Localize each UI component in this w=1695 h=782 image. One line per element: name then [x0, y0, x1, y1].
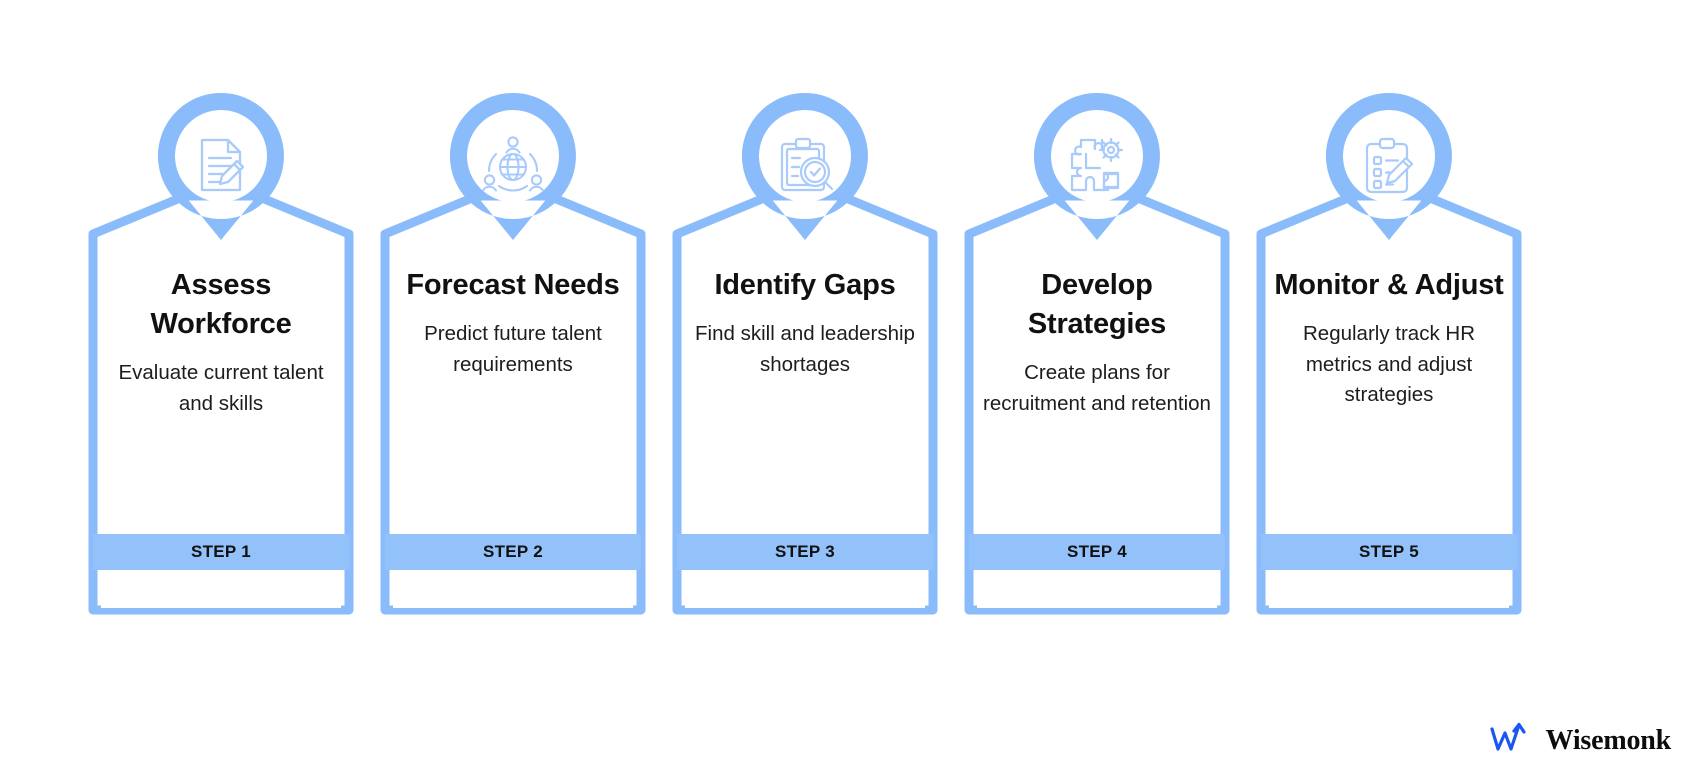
step-card-5[interactable]: Monitor & Adjust Regularly track HR metr… — [1253, 88, 1525, 618]
step-title: Develop Strategies — [1027, 269, 1167, 340]
pin-outline-1 — [88, 93, 354, 615]
pin-outline-4 — [964, 93, 1230, 615]
step-card-4[interactable]: Develop Strategies Create plans for recr… — [961, 88, 1233, 618]
step-card-1[interactable]: Assess Workforce Evaluate current talent… — [85, 88, 357, 618]
card-text-4: Develop Strategies Create plans for recr… — [977, 266, 1217, 419]
card-bottom-strip — [977, 576, 1217, 608]
document-pencil-icon — [178, 122, 264, 208]
step-badge-label: STEP 1 — [190, 542, 252, 561]
pin-outline-5 — [1256, 93, 1522, 615]
step-description: Find skill and leadership shortages — [695, 322, 915, 376]
step-badge-label: STEP 3 — [774, 542, 836, 561]
brand-name: Wisemonk — [1545, 724, 1672, 756]
step-badge-label: STEP 2 — [482, 542, 544, 561]
step-badge-label: STEP 4 — [1066, 542, 1128, 561]
step-badge-band: STEP 3 — [677, 534, 933, 570]
step-description: Regularly track HR metrics and adjust st… — [1302, 322, 1476, 406]
step-title: Monitor & Adjust — [1274, 269, 1504, 301]
step-card-2[interactable]: Forecast Needs Predict future talent req… — [377, 88, 649, 618]
puzzle-gear-icon — [1054, 122, 1140, 208]
step-badge-band: STEP 1 — [93, 534, 349, 570]
brand-logo: Wisemonk — [1489, 721, 1672, 760]
step-badge-band: STEP 2 — [385, 534, 641, 570]
step-description: Evaluate current talent and skills — [118, 361, 324, 415]
step-card-3[interactable]: Identify Gaps Find skill and leadership … — [669, 88, 941, 618]
card-bottom-strip — [393, 576, 633, 608]
step-badge-band: STEP 4 — [969, 534, 1225, 570]
step-title: Forecast Needs — [406, 269, 620, 301]
clipboard-magnifier-check-icon — [762, 122, 848, 208]
card-bottom-strip — [101, 576, 341, 608]
globe-people-network-icon — [470, 122, 556, 208]
step-title: Identify Gaps — [714, 269, 896, 301]
steps-row: Assess Workforce Evaluate current talent… — [85, 88, 1525, 618]
step-badge-label: STEP 5 — [1358, 542, 1420, 561]
card-text-3: Identify Gaps Find skill and leadership … — [685, 266, 925, 380]
card-text-1: Assess Workforce Evaluate current talent… — [101, 266, 341, 419]
clipboard-checklist-pencil-icon — [1346, 122, 1432, 208]
card-bottom-strip — [1269, 576, 1509, 608]
wisemonk-zigzag-arrow-logo — [1489, 721, 1534, 760]
step-description: Predict future talent requirements — [424, 322, 602, 376]
step-title: Assess Workforce — [150, 269, 292, 340]
step-badge-band: STEP 5 — [1261, 534, 1517, 570]
card-text-2: Forecast Needs Predict future talent req… — [393, 266, 633, 380]
card-bottom-strip — [685, 576, 925, 608]
step-description: Create plans for recruitment and retenti… — [983, 361, 1211, 415]
card-text-5: Monitor & Adjust Regularly track HR metr… — [1269, 266, 1509, 411]
